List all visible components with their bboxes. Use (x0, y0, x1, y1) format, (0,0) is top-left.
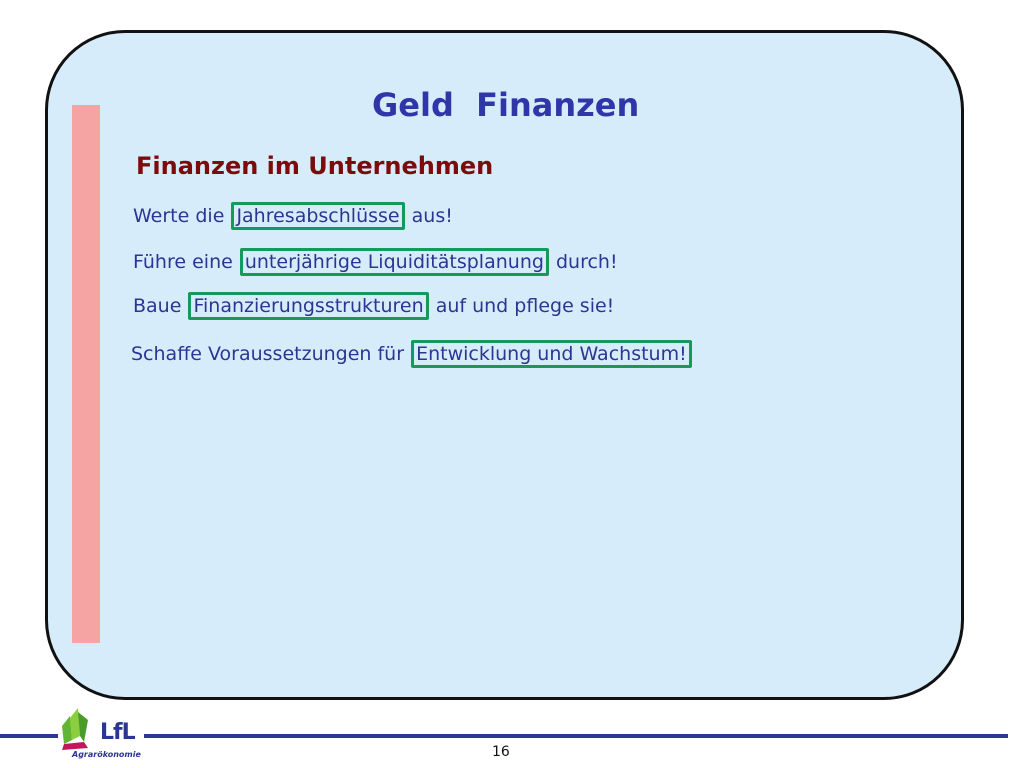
footer-rule (0, 734, 1008, 738)
logo-wordmark: LfL (100, 720, 136, 745)
slide-subtitle: Finanzen im Unternehmen (136, 152, 494, 180)
slide-title: Geld Finanzen (372, 86, 640, 124)
line-text: Baue (133, 295, 182, 317)
line-text: aus! (411, 205, 453, 227)
line-text: durch! (555, 251, 618, 273)
bullet-line-1: Werte die Jahresabschlüsse aus! (133, 202, 453, 230)
highlighted-term: Jahresabschlüsse (231, 202, 405, 230)
content-panel (45, 30, 964, 700)
highlighted-term: Finanzierungsstrukturen (188, 292, 429, 320)
highlighted-term: Entwicklung und Wachstum! (411, 340, 692, 368)
line-text: Schaffe Voraussetzungen für (131, 343, 405, 365)
accent-bar (72, 105, 100, 643)
line-text: Werte die (133, 205, 225, 227)
lfl-logo: LfL Agrarökonomie (58, 706, 144, 762)
page-number: 16 (492, 744, 510, 760)
logo-subtitle: Agrarökonomie (72, 750, 141, 759)
leaf-icon (62, 708, 88, 750)
highlighted-term: unterjährige Liquiditätsplanung (239, 248, 549, 276)
bullet-line-2: Führe eine unterjährige Liquiditätsplanu… (133, 248, 618, 276)
bullet-line-3: Baue Finanzierungsstrukturen auf und pfl… (133, 292, 615, 320)
bullet-line-4: Schaffe Voraussetzungen für Entwicklung … (131, 340, 693, 368)
line-text: Führe eine (133, 251, 233, 273)
line-text: auf und pflege sie! (435, 295, 615, 317)
